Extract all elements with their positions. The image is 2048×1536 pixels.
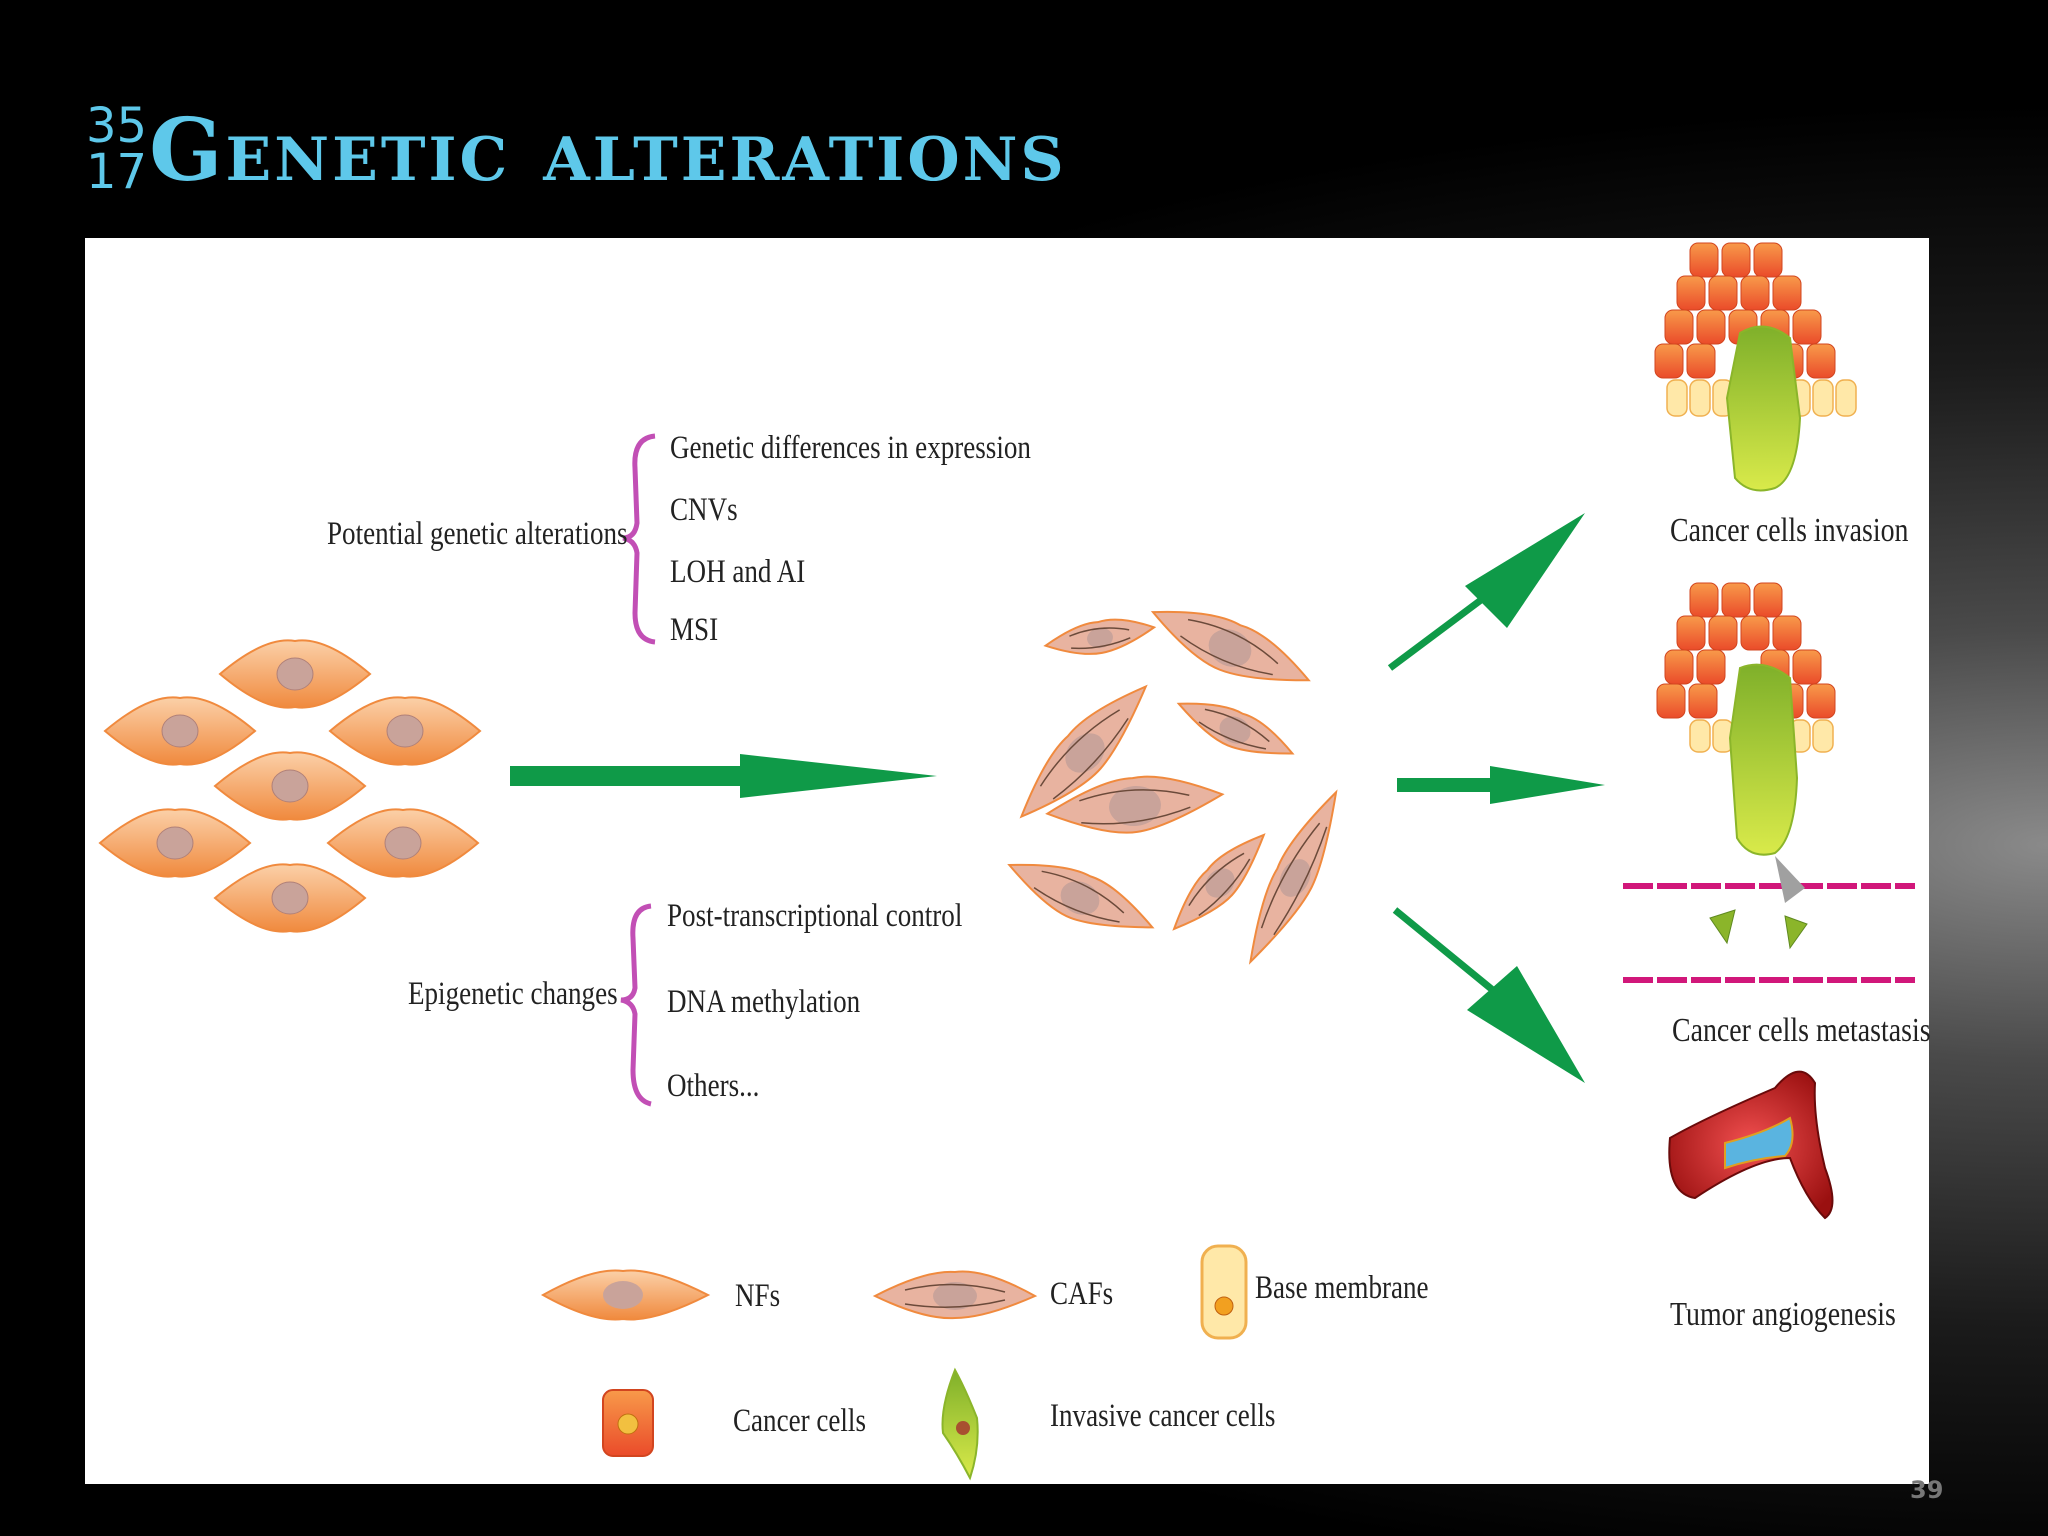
epigenetic-label: Epigenetic changes <box>408 976 618 1012</box>
diagram-canvas <box>98 242 1915 1481</box>
metastasis-illustration <box>1623 582 1915 983</box>
nf-cell <box>103 696 257 766</box>
legend-invasive-label: Invasive cancer cells <box>1050 1398 1276 1434</box>
arrow-to-invasion <box>1387 513 1585 671</box>
slide-number: 39 <box>1910 1476 1944 1504</box>
epigenetic-brace <box>620 903 652 1107</box>
metastasis-label: Cancer cells metastasis <box>1672 1012 1931 1049</box>
nf-cell <box>98 808 252 878</box>
invasion-illustration <box>1654 242 1857 492</box>
nf-cell <box>326 808 480 878</box>
nf-cell <box>218 639 372 709</box>
legend-nfs-label: NFs <box>735 1278 781 1314</box>
main-arrow <box>510 754 937 798</box>
caf-cell <box>1045 775 1225 834</box>
title-number-top: 35 <box>86 98 148 154</box>
invasion-label: Cancer cells invasion <box>1670 512 1909 549</box>
legend-cafs-label: CAFs <box>1050 1276 1114 1312</box>
caf-cell <box>1172 833 1266 931</box>
epigenetic-item: Others... <box>667 1068 760 1104</box>
genetic-item: MSI <box>670 612 719 648</box>
slide-title: 35 17 Genetic alterations <box>86 95 1067 215</box>
caf-cell <box>1248 789 1338 965</box>
caf-cell <box>1176 702 1295 755</box>
arrow-to-metastasis <box>1397 766 1605 804</box>
legend-cancer-cells-label: Cancer cells <box>733 1403 866 1439</box>
nf-cell <box>213 751 367 821</box>
legend-cancer-cell-icon <box>602 1389 654 1457</box>
legend-base-membrane-icon <box>1200 1244 1248 1340</box>
legend-nf-icon <box>540 1269 711 1321</box>
legend-caf-icon <box>872 1270 1038 1320</box>
genetic-label: Potential genetic alterations <box>327 516 628 552</box>
angiogenesis-illustration <box>1668 1070 1834 1220</box>
diagram-panel: Potential genetic alterations Genetic di… <box>85 238 1931 1484</box>
legend-base-membrane-label: Base membrane <box>1255 1270 1429 1306</box>
caf-cell <box>1019 684 1148 819</box>
title-number-stack: 35 17 <box>86 98 148 200</box>
epigenetic-item: Post-transcriptional control <box>667 898 963 934</box>
caf-cell <box>1007 863 1155 929</box>
title-text: Genetic alterations <box>149 100 1067 201</box>
genetic-item: Genetic differences in expression <box>670 430 1031 466</box>
epigenetic-item: DNA methylation <box>667 984 861 1020</box>
nf-cell <box>213 863 367 933</box>
caf-cell-cluster <box>1007 610 1338 965</box>
genetic-item: CNVs <box>670 492 738 528</box>
nf-cell-cluster <box>98 639 482 933</box>
genetic-item: LOH and AI <box>670 554 806 590</box>
legend-invasive-cell-icon <box>941 1367 979 1481</box>
caf-cell <box>1043 618 1157 655</box>
nf-cell <box>328 696 482 766</box>
angiogenesis-label: Tumor angiogenesis <box>1670 1296 1896 1333</box>
title-number-bottom: 17 <box>86 144 148 200</box>
arrow-to-angiogenesis <box>1392 907 1585 1083</box>
caf-cell <box>1150 610 1311 682</box>
genetic-brace <box>622 433 656 645</box>
